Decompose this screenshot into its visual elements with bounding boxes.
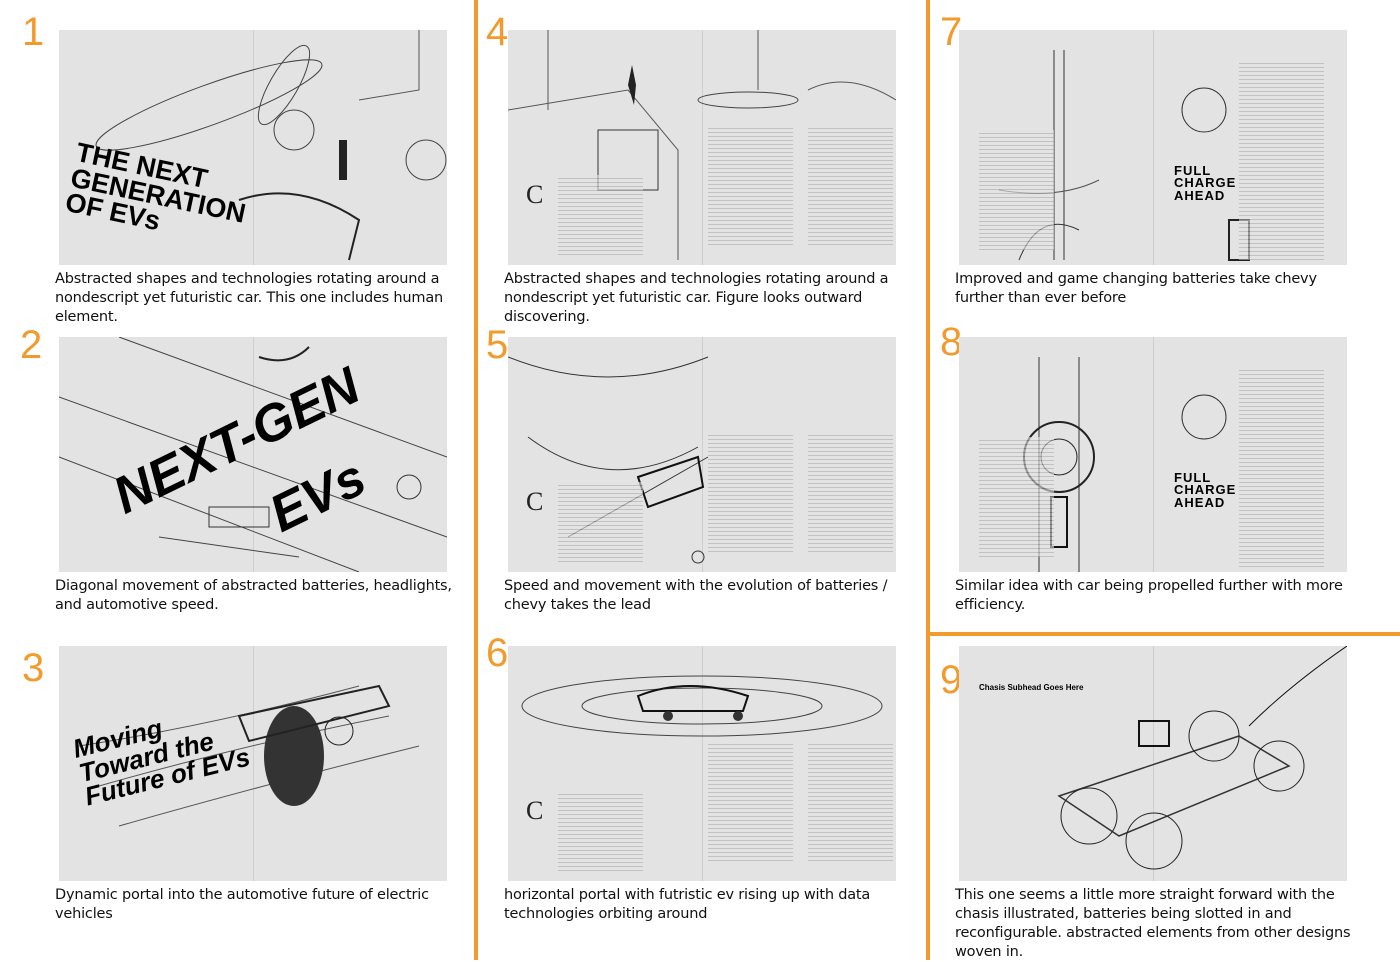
body-text	[808, 741, 893, 861]
panel-caption: Abstracted shapes and technologies rotat…	[504, 271, 889, 325]
headline: FULL CHARGE AHEAD	[1174, 470, 1237, 510]
page-gutter	[253, 30, 254, 265]
storyboard-thumbnail: FULL CHARGE AHEAD	[959, 30, 1347, 265]
body-text	[558, 791, 643, 871]
panel-number: 5	[486, 323, 509, 367]
panel-caption: Similar idea with car being propelled fu…	[955, 578, 1343, 613]
column-divider-1	[474, 0, 478, 960]
panel-number: 3	[22, 646, 45, 690]
sketch-illustration	[78, 684, 420, 827]
body-text	[979, 437, 1054, 557]
page-gutter	[1153, 30, 1154, 265]
sketch-illustration	[95, 30, 447, 261]
panel-caption: Diagonal movement of abstracted batterie…	[55, 578, 452, 613]
panel-number: 4	[486, 10, 509, 54]
page-gutter	[253, 337, 254, 572]
body-text	[808, 432, 893, 552]
storyboard-thumbnail: C	[508, 30, 896, 265]
panel-number: 1	[22, 10, 45, 54]
body-text	[558, 175, 643, 255]
page-gutter	[1153, 646, 1154, 881]
page-gutter	[253, 646, 254, 881]
storyboard-thumbnail: C	[508, 646, 896, 881]
drop-cap: C	[526, 487, 544, 516]
body-text	[708, 741, 793, 861]
panel-caption: Speed and movement with the evolution of…	[504, 578, 888, 613]
panel-number: 9	[940, 658, 963, 702]
drop-cap: C	[526, 796, 544, 825]
body-text	[558, 482, 643, 562]
panel-caption: Dynamic portal into the automotive futur…	[55, 887, 429, 922]
body-text	[708, 432, 793, 552]
storyboard-thumbnail: Chasis Subhead Goes Here	[959, 646, 1347, 881]
storyboard-thumbnail: THE NEXT GENERATION OF EVs	[59, 30, 447, 265]
storyboard-thumbnail: Moving Toward the Future of EVs	[59, 646, 447, 881]
drop-cap: C	[526, 180, 544, 209]
sketch-illustration	[521, 675, 883, 737]
body-text	[1239, 367, 1324, 567]
page-gutter	[702, 30, 703, 265]
panel-number: 2	[20, 323, 43, 367]
page-gutter	[1153, 337, 1154, 572]
panel-number: 8	[940, 320, 963, 364]
panel-caption: Abstracted shapes and technologies rotat…	[55, 271, 444, 325]
page-gutter	[702, 337, 703, 572]
sketch-illustration	[59, 337, 447, 572]
row-divider	[928, 632, 1400, 636]
panel-caption: Improved and game changing batteries tak…	[955, 271, 1317, 306]
headline: Chasis Subhead Goes Here	[979, 683, 1084, 692]
storyboard-thumbnail: FULL CHARGE AHEAD	[959, 337, 1347, 572]
sketch-illustration	[508, 30, 896, 260]
sketch-illustration	[1057, 646, 1347, 870]
panel-caption: horizontal portal with futristic ev risi…	[504, 887, 871, 922]
page-gutter	[702, 646, 703, 881]
body-text	[1239, 60, 1324, 260]
body-text	[979, 130, 1054, 250]
panel-number: 7	[940, 10, 963, 54]
column-divider-2	[926, 0, 930, 960]
panel-caption: This one seems a little more straight fo…	[955, 887, 1351, 960]
body-text	[708, 125, 793, 245]
body-text	[808, 125, 893, 245]
headline: FULL CHARGE AHEAD	[1174, 163, 1237, 203]
panel-number: 6	[486, 631, 509, 675]
storyboard-thumbnail: C	[508, 337, 896, 572]
